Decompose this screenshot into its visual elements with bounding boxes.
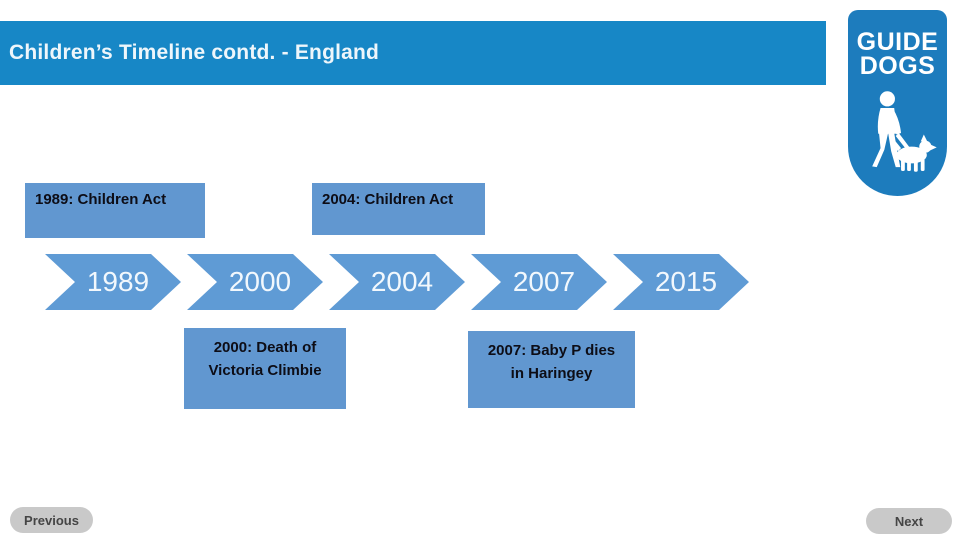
timeline-chevron-2004: 2004 [329, 254, 465, 310]
title-bar: Children’s Timeline contd. - England [0, 21, 826, 85]
event-box-line: 2000: Death of [213, 339, 317, 356]
timeline-year: 2007 [512, 266, 576, 297]
person-with-guide-dog-icon [871, 91, 937, 172]
timeline-chevron-1989: 1989 [45, 254, 181, 310]
timeline-chevron-2007: 2007 [471, 254, 607, 310]
logo-word-dogs: DOGS [859, 51, 936, 80]
event-box-line: Victoria Climbie [208, 361, 322, 379]
event-box-label: 2004: Children Act [322, 191, 454, 208]
timeline-year: 1989 [86, 266, 150, 297]
next-button[interactable]: Next [866, 508, 952, 534]
slide-title: Children’s Timeline contd. - England [9, 41, 380, 64]
timeline-year: 2000 [228, 266, 292, 297]
event-box-line: 2007: Baby P dies [487, 342, 616, 359]
event-box-label: 1989: Children Act [35, 191, 167, 208]
event-box-line: in Haringey [510, 364, 593, 382]
timeline-chevron-2000: 2000 [187, 254, 323, 310]
event-box-2004-children-act: 2004: Children Act [312, 183, 485, 235]
timeline-chevron-2015: 2015 [613, 254, 749, 310]
logo-word-guide: GUIDE [856, 28, 939, 56]
event-box-2000-victoria-climbie: 2000: Death of Victoria Climbie [184, 328, 346, 409]
timeline-year: 2004 [370, 266, 434, 297]
timeline-year: 2015 [654, 266, 718, 297]
timeline: 1989 2000 2004 2007 2015 [45, 254, 749, 310]
event-box-2007-baby-p: 2007: Baby P dies in Haringey [468, 331, 635, 408]
event-box-1989-children-act: 1989: Children Act [25, 183, 205, 238]
previous-button[interactable]: Previous [10, 507, 93, 533]
guide-dogs-logo: GUIDE DOGS [848, 10, 947, 196]
